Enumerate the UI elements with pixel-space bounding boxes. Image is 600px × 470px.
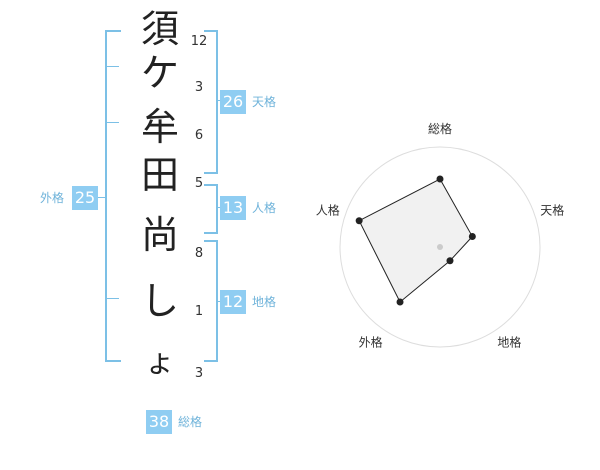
stroke-count-2: 3 — [194, 80, 204, 95]
radar-point-1 — [436, 175, 444, 183]
gaikaku-bracket — [105, 30, 121, 362]
radar-center — [437, 244, 443, 250]
name-char-4: 田 — [140, 153, 179, 197]
radar-point-3 — [446, 257, 454, 265]
radar-axis-label: 総格 — [428, 121, 452, 136]
bracket-tick — [105, 66, 119, 67]
bracket-tick — [105, 122, 119, 123]
jinkaku-label: 人格 — [252, 201, 277, 215]
stroke-count-6: 1 — [194, 304, 204, 319]
radar-axis-label: 人格 — [316, 203, 340, 218]
tenkaku-label: 天格 — [252, 95, 277, 109]
gaikaku-label: 外格 — [40, 191, 65, 205]
name-char-7: ょ — [145, 345, 175, 380]
bracket-connector — [216, 301, 220, 302]
jinkaku-value: 13 — [220, 196, 246, 220]
radar-point-5 — [355, 217, 363, 225]
bracket-connector — [94, 197, 105, 198]
name-char-6: し — [140, 279, 179, 323]
gaikaku-value: 25 — [72, 186, 98, 210]
bracket-tick — [105, 298, 119, 299]
radar-axis-label: 外格 — [359, 334, 383, 349]
radar-axis-label: 地格 — [497, 334, 521, 349]
bracket-connector — [216, 207, 220, 208]
tenkaku-bracket — [204, 30, 218, 174]
stroke-count-4: 5 — [194, 176, 204, 191]
stroke-count-7: 3 — [194, 366, 204, 381]
stroke-count-3: 6 — [194, 128, 204, 143]
chikaku-value: 12 — [220, 290, 246, 314]
chikaku-label: 地格 — [252, 295, 277, 309]
name-char-5: 尚 — [140, 213, 179, 257]
tenkaku-value: 26 — [220, 90, 246, 114]
jinkaku-bracket — [204, 184, 218, 234]
radar-point-2 — [468, 232, 476, 240]
soukaku-value: 38 — [146, 410, 172, 434]
name-char-3: 牟 — [140, 105, 179, 149]
soukaku-label: 総格 — [178, 415, 203, 429]
stroke-count-1: 12 — [190, 34, 208, 49]
bracket-connector — [216, 100, 220, 101]
stroke-count-5: 8 — [194, 246, 204, 261]
name-char-1: 須 — [140, 7, 179, 51]
radar-series-polygon — [358, 178, 473, 303]
name-char-2: ケ — [140, 51, 179, 95]
radar-point-4 — [396, 298, 404, 306]
radar-axis-label: 天格 — [540, 203, 564, 218]
